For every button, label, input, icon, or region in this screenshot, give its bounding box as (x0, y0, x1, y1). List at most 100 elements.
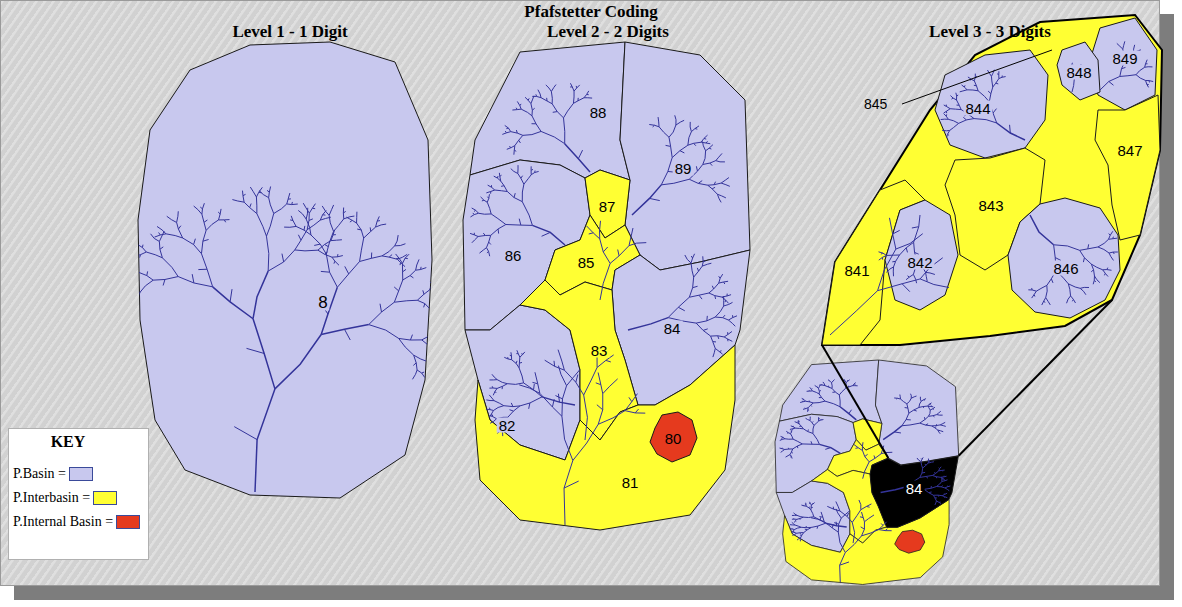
river (201, 254, 212, 287)
river (1109, 253, 1113, 260)
river (533, 384, 535, 390)
river (309, 219, 313, 221)
river (866, 506, 869, 508)
river (942, 480, 948, 482)
river (474, 233, 475, 235)
river (520, 397, 542, 406)
river (629, 243, 646, 246)
river (269, 198, 274, 214)
river (695, 128, 697, 130)
river (430, 279, 433, 290)
river (306, 208, 308, 219)
river (928, 406, 930, 410)
river (1074, 71, 1080, 78)
river (680, 151, 684, 153)
river (502, 422, 505, 423)
river (782, 447, 783, 449)
river (532, 225, 565, 245)
river (721, 183, 730, 186)
river (928, 410, 930, 416)
river (927, 403, 931, 406)
river (937, 411, 941, 414)
river (717, 194, 726, 198)
river (926, 272, 928, 281)
river (1072, 78, 1074, 92)
river (584, 97, 592, 98)
river (800, 535, 802, 536)
river (793, 531, 795, 533)
river (811, 518, 824, 522)
river (532, 123, 537, 124)
river (306, 219, 311, 235)
river (832, 388, 839, 394)
river (329, 215, 333, 231)
inset-rivers (780, 379, 951, 582)
river (511, 403, 513, 407)
river (920, 416, 929, 423)
river (715, 348, 722, 354)
river (628, 318, 668, 330)
river (242, 191, 244, 203)
river (728, 316, 737, 320)
river (551, 91, 553, 103)
river (685, 255, 691, 263)
river (420, 267, 422, 270)
river (933, 408, 934, 409)
river (515, 135, 523, 145)
river (600, 263, 610, 300)
river (573, 91, 575, 103)
river (975, 76, 977, 78)
river (565, 144, 590, 172)
river (861, 504, 872, 510)
river (202, 214, 206, 230)
river (861, 512, 864, 522)
river (861, 527, 865, 529)
river (376, 216, 380, 227)
river (847, 380, 848, 382)
river (389, 255, 392, 258)
river (807, 430, 809, 432)
river (819, 418, 820, 419)
basin-code: 846 (1051, 261, 1080, 276)
river (1076, 72, 1078, 74)
river (472, 236, 478, 242)
river (950, 96, 956, 100)
river (1098, 247, 1109, 253)
river (287, 193, 290, 204)
legend: P.Basin =P.Interbasin =P.Internal Basin … (13, 462, 140, 534)
river (1109, 234, 1111, 236)
basin-code: 849 (1110, 51, 1139, 66)
river (256, 197, 257, 214)
river (202, 203, 205, 214)
river (346, 217, 356, 223)
river (1091, 270, 1093, 272)
river (259, 192, 262, 194)
river (584, 368, 597, 396)
river (896, 234, 923, 249)
river (399, 338, 422, 340)
river (836, 502, 840, 511)
river (798, 420, 800, 424)
river (323, 214, 326, 215)
river (434, 349, 445, 350)
river (159, 231, 164, 241)
river (806, 506, 811, 510)
river (924, 417, 926, 419)
river (920, 468, 923, 477)
river (805, 529, 808, 531)
river (727, 332, 728, 334)
river (832, 392, 835, 393)
river (688, 132, 692, 146)
river (414, 355, 417, 370)
river (541, 98, 552, 104)
river (598, 394, 603, 425)
river (694, 266, 703, 277)
basin-region: 842 (885, 200, 958, 310)
river (881, 487, 907, 493)
river (993, 79, 999, 87)
river (993, 109, 996, 113)
river (505, 131, 506, 133)
river (978, 91, 989, 102)
river (321, 325, 369, 335)
river (600, 239, 610, 263)
